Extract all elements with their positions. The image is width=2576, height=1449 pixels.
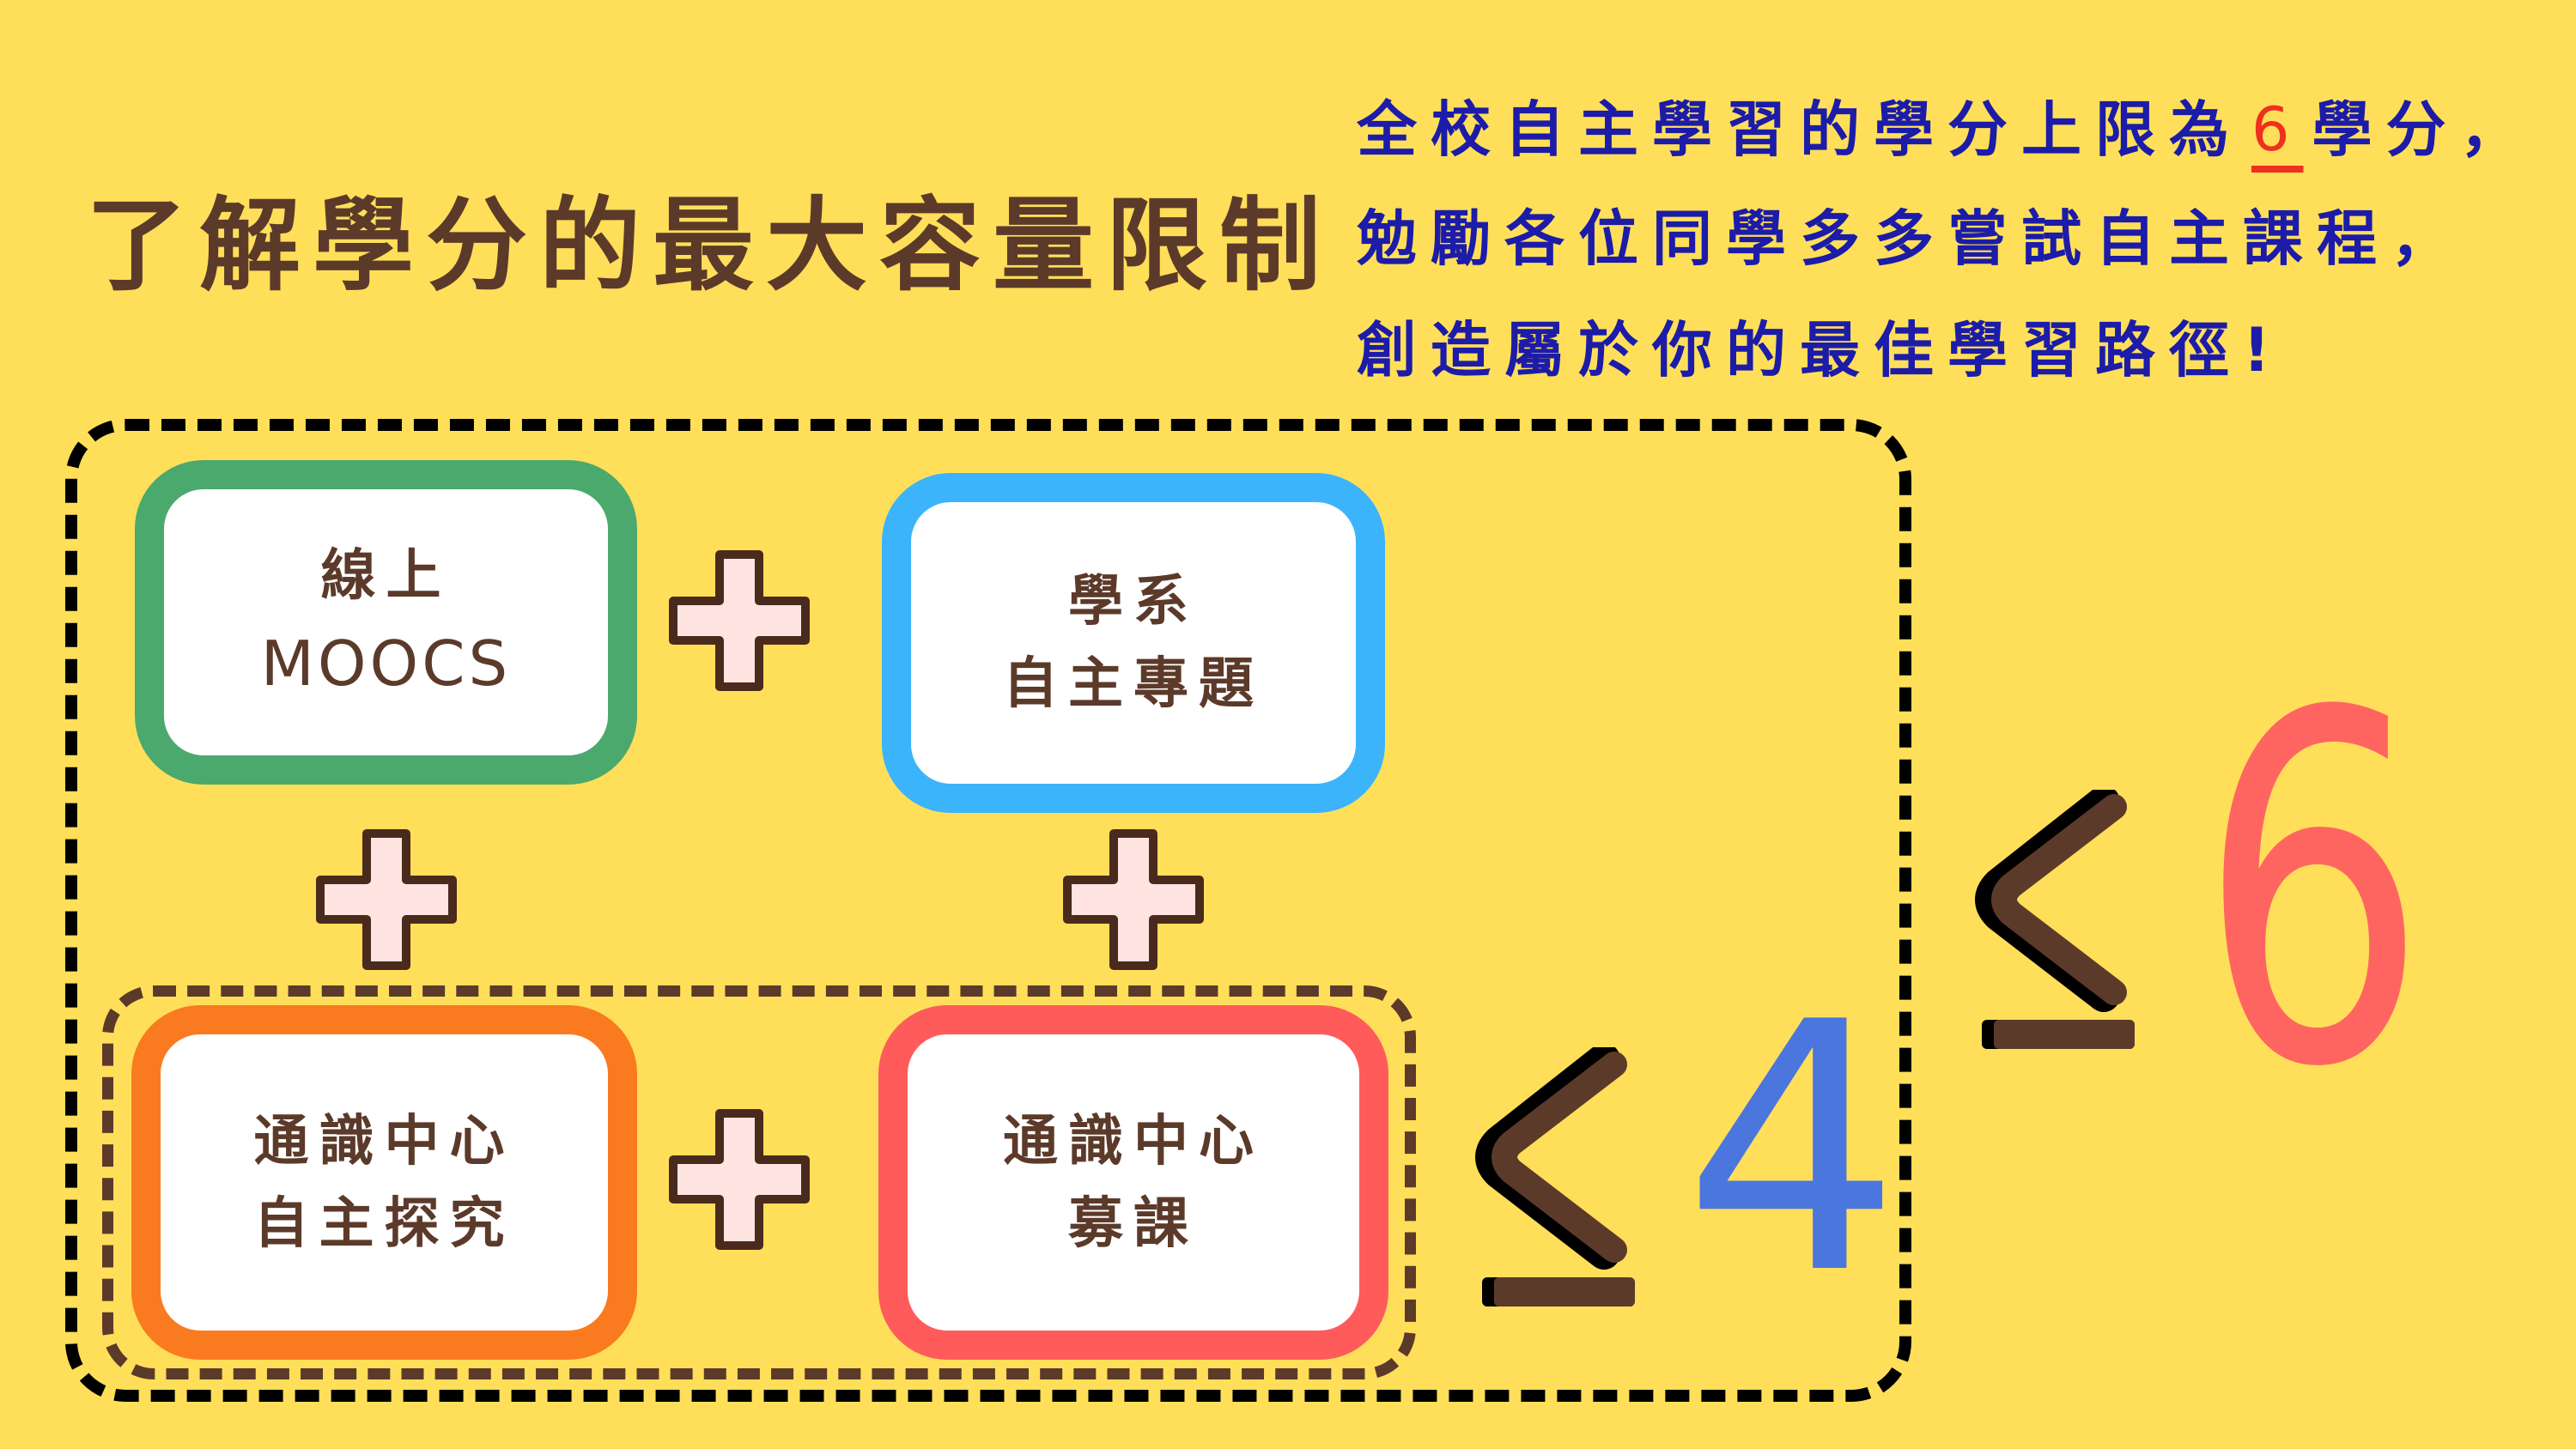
less-equal-icon: [1975, 790, 2135, 1049]
note-line-3: 創造屬於你的最佳學習路徑!: [1357, 315, 2284, 385]
plus-icon: [316, 829, 457, 970]
card-label: 學系: [1068, 570, 1199, 634]
card-ge-crowd-course: 通識中心 募課: [878, 1005, 1388, 1360]
card-label: 通識中心: [1003, 1109, 1264, 1173]
plus-icon: [669, 550, 810, 691]
plus-icon: [669, 1109, 810, 1250]
card-label: 募課: [1068, 1191, 1199, 1256]
plus-icon: [1063, 829, 1204, 970]
general-education-group: [102, 985, 1416, 1379]
card-label: 自主探究: [253, 1191, 515, 1256]
credit-limit-value: 6: [2251, 94, 2304, 165]
note-line-1-suffix: 學分，: [2312, 94, 2534, 165]
total-credit-group: [65, 419, 1911, 1402]
card-department-project: 學系 自主專題: [882, 473, 1385, 813]
card-label: 通識中心: [253, 1109, 515, 1173]
note-line-2: 勉勵各位同學多多嘗試自主課程，: [1357, 203, 2464, 274]
card-label: 自主專題: [1003, 652, 1264, 716]
card-online-moocs: 線上 MOOCS: [135, 460, 637, 785]
inner-limit-value: 4: [1683, 950, 1902, 1349]
outer-limit-value: 6: [2198, 613, 2428, 1173]
card-label: 線上: [320, 544, 452, 608]
card-label: MOOCS: [260, 627, 512, 700]
card-ge-self-inquiry: 通識中心 自主探究: [131, 1005, 637, 1360]
less-equal-icon: [1475, 1047, 1635, 1307]
note-line-1-prefix: 全校自主學習的學分上限為: [1357, 94, 2243, 165]
page-title: 了解學分的最大容量限制: [86, 186, 1334, 305]
